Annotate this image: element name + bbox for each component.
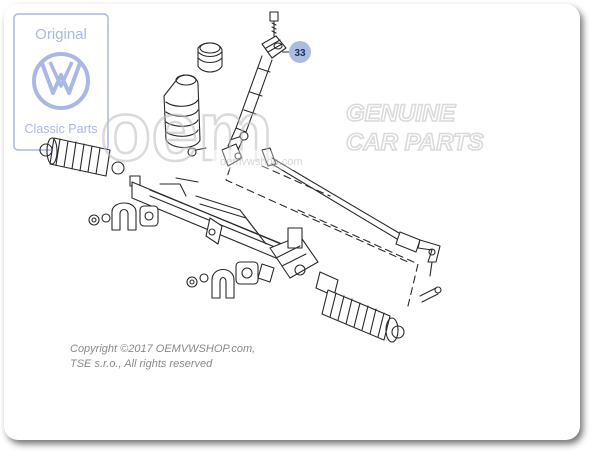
pinion-valve-housing xyxy=(257,227,339,297)
watermark-url: oemvwshop.com xyxy=(220,156,303,168)
lower-joint xyxy=(221,143,243,167)
vw-classic-parts-logo: Original Classic Parts xyxy=(13,13,109,151)
vw-emblem-icon xyxy=(32,52,90,110)
watermark-brand: oem xyxy=(100,84,273,178)
rack-housing xyxy=(131,177,301,269)
mounting-clamp-left xyxy=(88,202,159,231)
right-bellows xyxy=(321,289,405,343)
small-hardware xyxy=(187,131,249,157)
column-boot xyxy=(163,74,201,149)
position-number: 33 xyxy=(294,48,306,59)
copyright-notice: Copyright ©2017 OEMVWSHOP.com, TSE s.r.o… xyxy=(70,342,255,372)
diagram-card xyxy=(4,4,580,440)
left-bellows xyxy=(46,137,111,177)
upper-universal-joint xyxy=(261,35,287,59)
oem-genuine-watermark: oem GENUINE CAR PARTS oemvwshop.com xyxy=(99,83,485,180)
dashed-leader-lines xyxy=(225,165,419,307)
position-badge-33[interactable]: 33 xyxy=(282,41,311,63)
copyright-line2: TSE s.r.o., All rights reserved xyxy=(70,358,213,370)
watermark-line1: GENUINE xyxy=(346,100,456,127)
upper-grommet xyxy=(197,42,223,73)
logo-bottom-text: Classic Parts xyxy=(25,122,98,136)
tie-rod xyxy=(261,147,442,303)
steering-rack-drawing xyxy=(39,11,442,343)
watermark-line2: CAR PARTS xyxy=(346,129,484,156)
top-bolt xyxy=(269,11,279,39)
mounting-clamp-right xyxy=(186,261,259,299)
copyright-line1: Copyright ©2017 OEMVWSHOP.com, xyxy=(70,343,256,355)
logo-top-text: Original xyxy=(35,26,87,43)
